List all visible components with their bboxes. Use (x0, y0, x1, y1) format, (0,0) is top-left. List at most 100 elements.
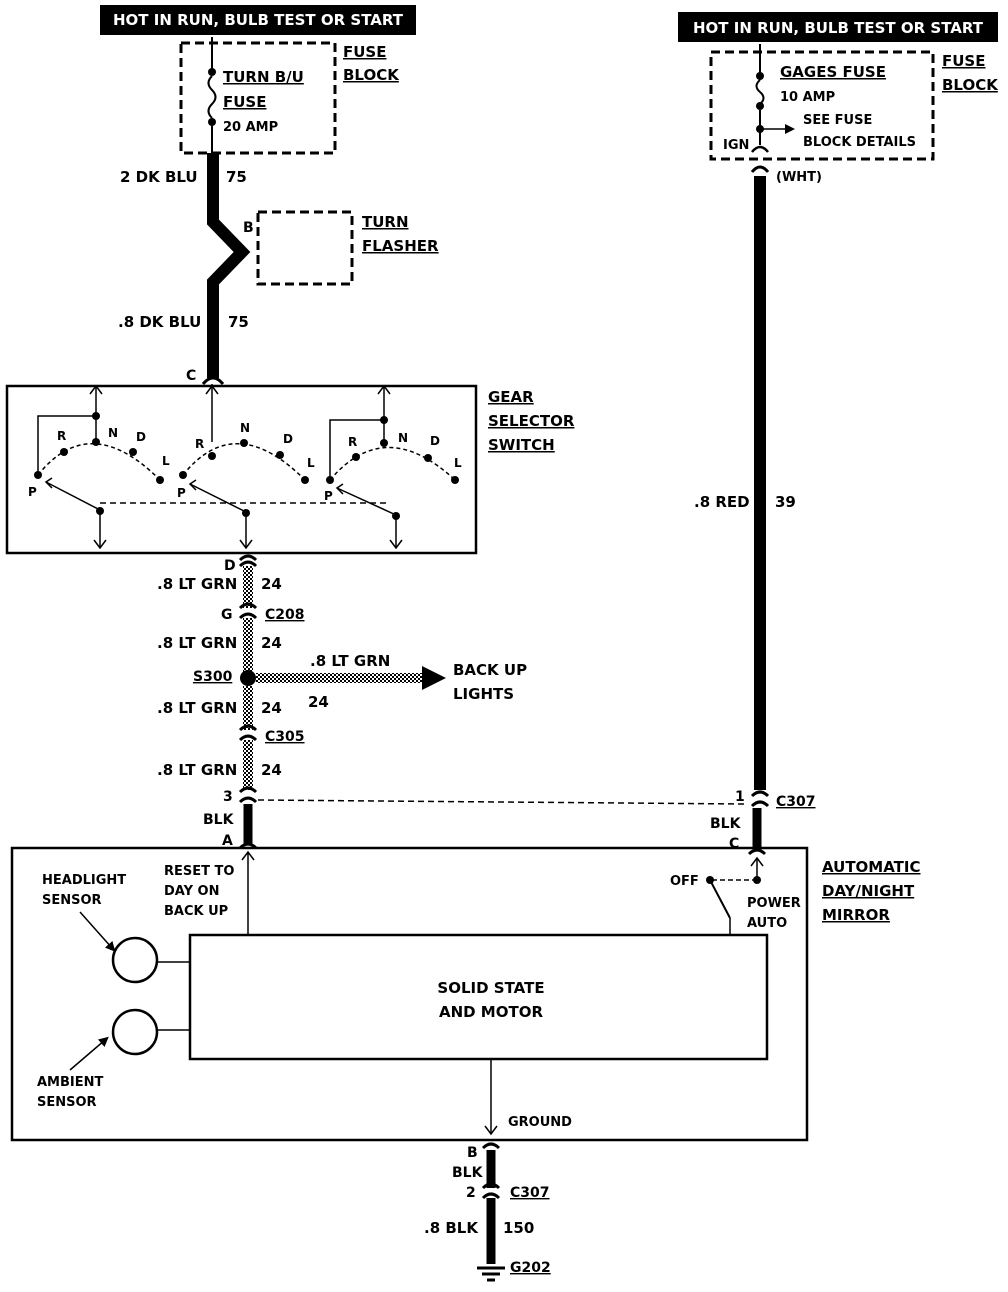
blk-ground-label: BLK (452, 1165, 484, 1181)
c307-right-label: C307 (776, 794, 816, 810)
ground-label: GROUND (508, 1115, 572, 1130)
reset-line1: RESET TO (164, 864, 234, 879)
switch-section-2: P R N D L (177, 384, 315, 550)
turn-flasher-label-line1: TURN (362, 213, 409, 231)
wire1-circuit: 75 (226, 168, 247, 186)
switch-section-1: P R N D L (28, 384, 170, 550)
blk-right-label: BLK (710, 816, 742, 832)
solid-state-motor (188, 933, 769, 1061)
s300-splice (240, 670, 256, 686)
red-circuit: (WHT) .8 RED 39 1 C307 BLK C (694, 165, 822, 856)
gages-fuse-rating: 10 AMP (780, 90, 835, 105)
svg-text:R: R (348, 435, 357, 449)
mirror-pin-c: C (729, 836, 739, 852)
lt-grn-wire-3 (243, 686, 253, 730)
headlight-sensor-line2: SENSOR (42, 893, 102, 908)
wire3-circuit: 24 (261, 575, 282, 593)
ground-wire-size-color: .8 BLK (424, 1219, 479, 1237)
solid-state-line1: SOLID STATE (437, 979, 544, 997)
wire7-circuit: 24 (261, 761, 282, 779)
gear-terminal-c: C (186, 368, 196, 384)
wire4-circuit: 24 (261, 634, 282, 652)
wire4-size-color: .8 LT GRN (157, 634, 237, 652)
ground-circuit: B BLK 2 C307 .8 BLK 150 G202 (424, 1142, 551, 1282)
c208-label: C208 (265, 607, 305, 623)
wire2-size-color: .8 DK BLU (118, 313, 201, 331)
lt-grn-circuit: D .8 LT GRN 24 G C208 .8 LT GRN 24 S300 … (157, 554, 745, 850)
turn-flasher: B TURN FLASHER (243, 210, 439, 286)
lt-grn-wire-2 (243, 618, 253, 676)
mirror-pin-a: A (222, 833, 233, 849)
ambient-sensor-line1: AMBIENT (37, 1075, 104, 1090)
reset-line2: DAY ON (164, 884, 219, 899)
gages-fuse-name: GAGES FUSE (780, 63, 886, 81)
svg-text:D: D (430, 434, 440, 448)
mirror-label-line1: AUTOMATIC (822, 858, 921, 876)
gear-selector-switch: C GEAR SELECTOR SWITCH P R N D L (5, 368, 575, 555)
c305-label: C305 (265, 729, 305, 745)
red-wire-circuit: 39 (775, 493, 796, 511)
svg-text:P: P (177, 486, 186, 500)
dk-blu-circuit: 2 DK BLU 75 .8 DK BLU 75 (118, 153, 251, 378)
solid-state-line2: AND MOTOR (439, 1003, 543, 1021)
c307-bottom-label: C307 (510, 1185, 550, 1201)
left-fuse-rating: 20 AMP (223, 120, 278, 135)
mirror-pin-b: B (467, 1145, 478, 1161)
gear-terminal-d: D (224, 558, 236, 574)
left-fuse-block: TURN B/U FUSE 20 AMP FUSE BLOCK (179, 37, 400, 155)
svg-text:L: L (162, 454, 170, 468)
wire6-circuit: 24 (261, 699, 282, 717)
fuse-terminal-top (208, 68, 216, 76)
wire1-size-color: 2 DK BLU (120, 168, 198, 186)
mirror-label-line2: DAY/NIGHT (822, 882, 915, 900)
right-fuse-block: GAGES FUSE 10 AMP SEE FUSE BLOCK DETAILS… (709, 44, 999, 161)
lt-grn-wire-backup (256, 673, 422, 683)
svg-text:R: R (195, 437, 204, 451)
mirror-power-switch (709, 879, 731, 919)
svg-text:N: N (398, 431, 408, 445)
right-power-header: HOT IN RUN, BULB TEST OR START (678, 12, 998, 42)
svg-text:D: D (136, 430, 146, 444)
wire3-size-color: .8 LT GRN (157, 575, 237, 593)
svg-text:L: L (307, 456, 315, 470)
gear-selector-label-line2: SELECTOR (488, 412, 575, 430)
left-fuse-block-label-line2: BLOCK (343, 66, 400, 84)
left-fuse-name-line1: TURN B/U (223, 68, 304, 86)
fuse-icon (207, 75, 217, 119)
switch-power-label: POWER (747, 896, 801, 911)
c307-bottom-pin: 2 (466, 1185, 476, 1201)
ground-wire-circuit: 150 (503, 1219, 534, 1237)
right-header-label: HOT IN RUN, BULB TEST OR START (693, 19, 984, 37)
gages-fuse-icon (755, 79, 765, 105)
left-fuse-name-line2: FUSE (223, 93, 266, 111)
right-fuse-block-label-line2: BLOCK (942, 76, 999, 94)
fuse-note-line1: SEE FUSE (803, 113, 872, 128)
backup-lights-label-line2: LIGHTS (453, 685, 514, 703)
connector-color-wht: (WHT) (776, 170, 822, 185)
c208-pin: G (221, 607, 233, 623)
lt-grn-wire-4 (243, 740, 253, 790)
ign-label: IGN (723, 138, 749, 153)
c305-connector (238, 724, 258, 732)
fuse-terminal-bottom (208, 118, 216, 126)
headlight-sensor-icon (111, 936, 159, 984)
svg-text:L: L (454, 456, 462, 470)
switch-off-label: OFF (670, 874, 699, 889)
left-power-header: HOT IN RUN, BULB TEST OR START (100, 5, 416, 35)
ambient-sensor-line2: SENSOR (37, 1095, 97, 1110)
headlight-sensor-line1: HEADLIGHT (42, 873, 126, 888)
backup-lights-arrow-icon (422, 666, 446, 690)
c307-left-pin: 3 (223, 789, 233, 805)
ambient-sensor-icon (111, 1008, 159, 1056)
wire5-circuit: 24 (308, 693, 329, 711)
lt-grn-wire-1 (243, 566, 253, 608)
right-fuse-block-label-line1: FUSE (942, 52, 985, 70)
blk-left-label: BLK (203, 812, 235, 828)
turn-flasher-label-line2: FLASHER (362, 237, 439, 255)
svg-text:R: R (57, 429, 66, 443)
switch-section-3: P R N D L (324, 384, 462, 550)
c208-connector (238, 602, 258, 610)
wire7-size-color: .8 LT GRN (157, 761, 237, 779)
g202-label: G202 (510, 1260, 551, 1276)
